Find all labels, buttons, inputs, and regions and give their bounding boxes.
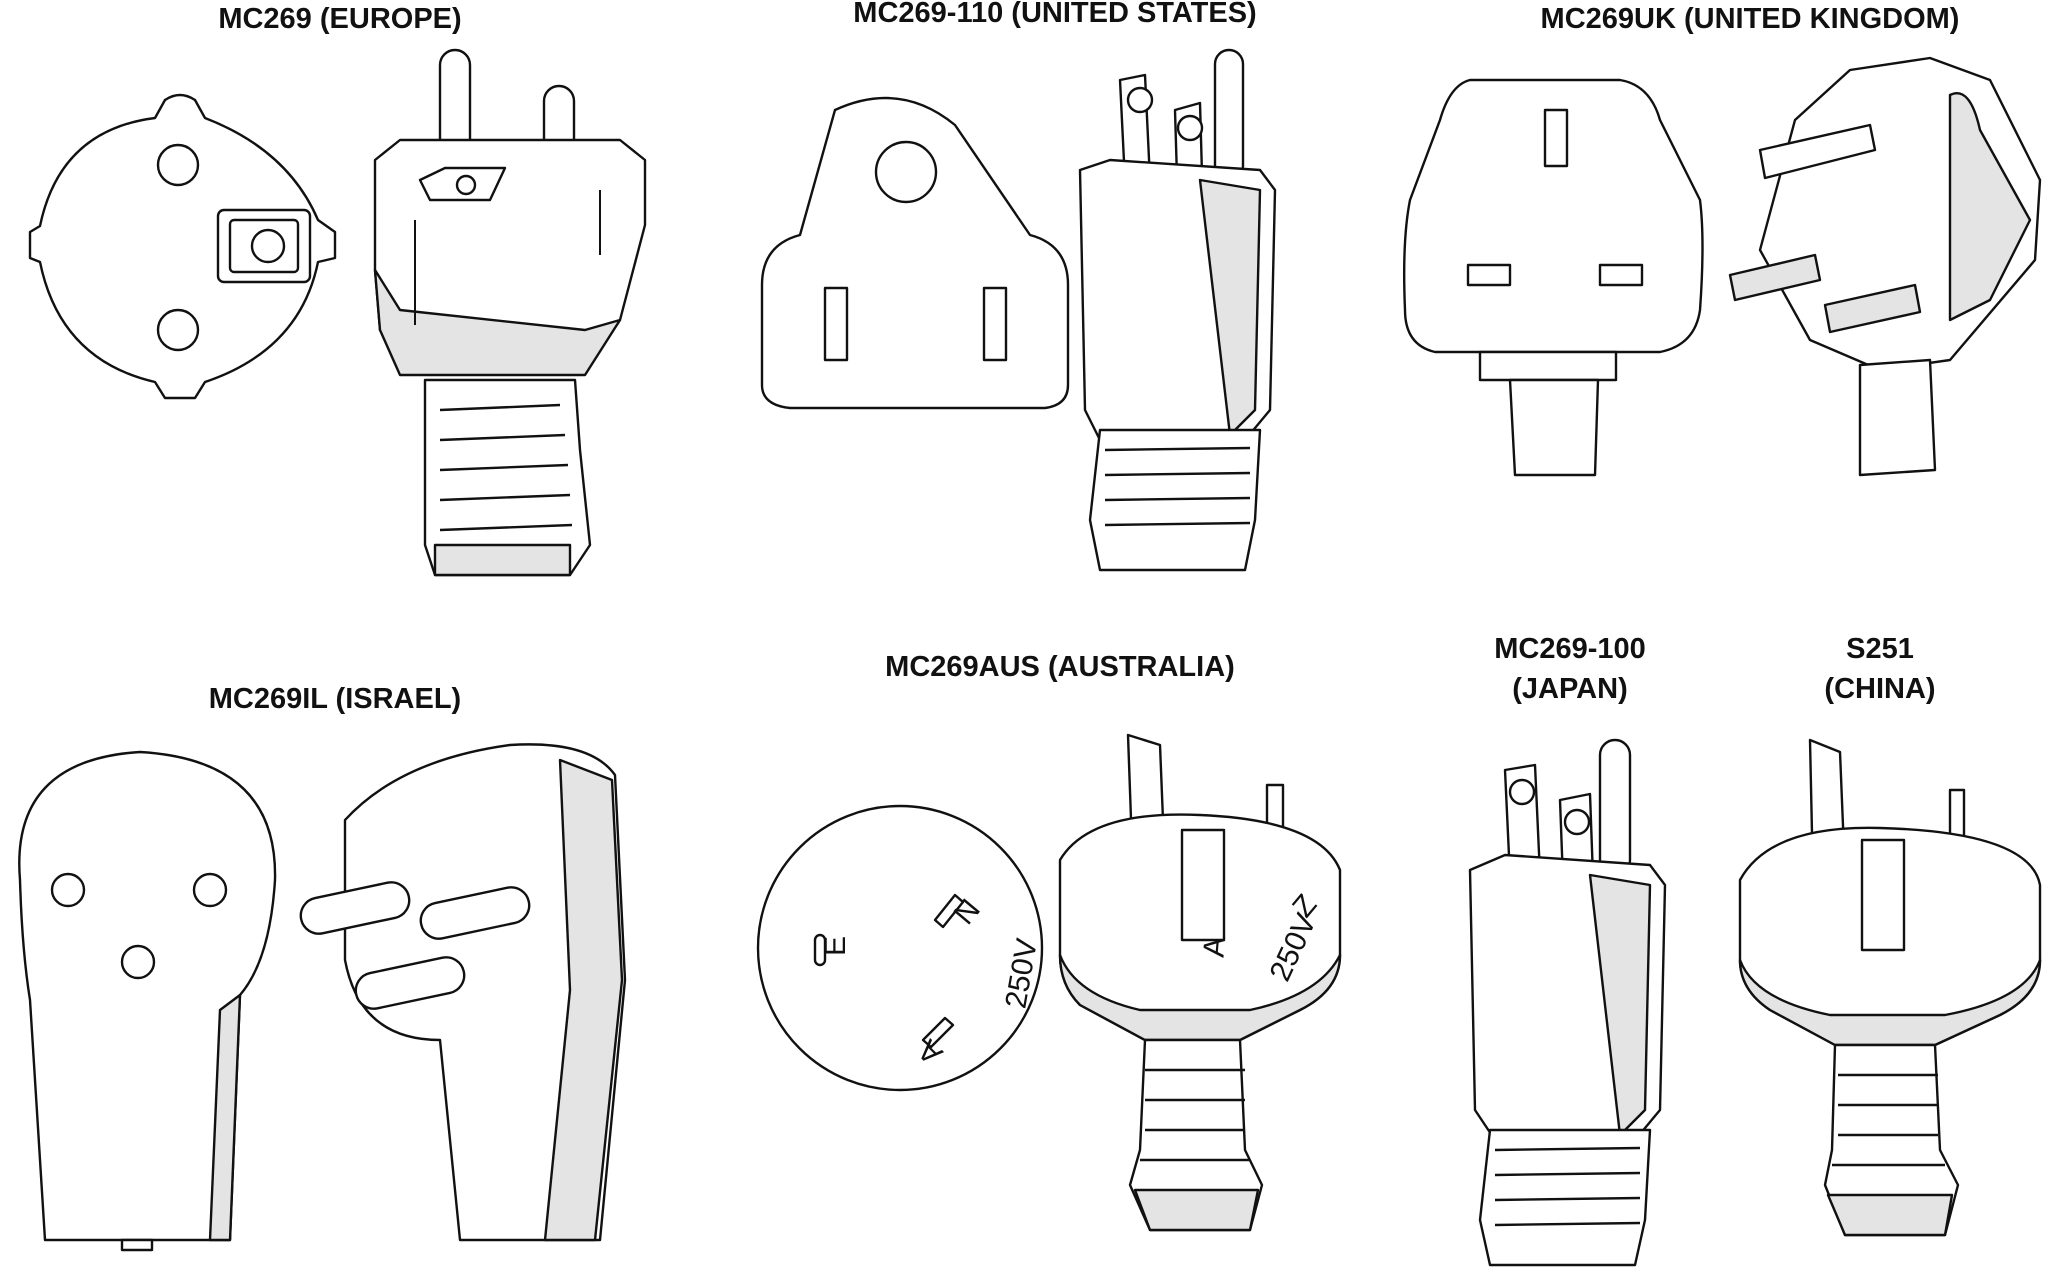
label-australia: MC269AUS (AUSTRALIA)	[885, 651, 1235, 683]
europe-socket	[28, 93, 337, 400]
label-china-country: (CHINA)	[1824, 673, 1936, 705]
japan-plug	[1468, 738, 1667, 1267]
china-plug	[1738, 738, 2042, 1237]
label-united-states: MC269-110 (UNITED STATES)	[853, 0, 1257, 29]
uk-socket	[1402, 78, 1704, 477]
israel-socket	[18, 750, 277, 1252]
earth-marking: E	[819, 936, 852, 956]
label-israel: MC269IL (ISRAEL)	[208, 683, 462, 715]
uk-plug	[1728, 56, 2042, 477]
label-united-kingdom: MC269UK (UNITED KINGDOM)	[1540, 3, 1960, 35]
plug-active-marking: A	[1197, 936, 1232, 959]
us-plug	[1078, 48, 1277, 572]
israel-plug	[299, 743, 627, 1242]
label-europe: MC269 (EUROPE)	[218, 3, 462, 35]
label-japan-country: (JAPAN)	[1512, 673, 1628, 705]
australia-socket: E N A 250V	[756, 804, 1044, 1092]
label-japan-model: MC269-100	[1494, 633, 1646, 665]
us-socket	[760, 96, 1070, 410]
label-china-model: S251	[1846, 633, 1914, 665]
europe-plug	[373, 48, 647, 577]
australia-plug: A 250V Z	[1058, 733, 1342, 1232]
